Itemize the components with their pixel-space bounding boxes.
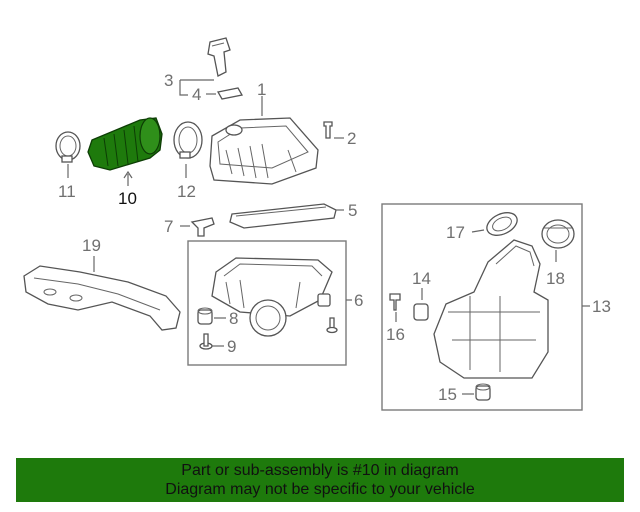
part-4-gasket[interactable] [216,87,244,100]
callout-5: 5 [348,201,357,220]
part-1-air-cleaner-cover[interactable] [209,117,319,185]
callout-16: 16 [386,325,405,344]
callout-6: 6 [354,291,363,310]
assembly-box-6 [187,240,347,366]
callout-19: 19 [82,236,101,255]
callout-11: 11 [58,182,76,201]
part-7-clip[interactable] [190,217,215,237]
callout-2: 2 [347,129,356,148]
part-3-airflow-sensor[interactable] [207,37,231,77]
part-15-cap[interactable] [475,383,491,401]
part-16-bolt[interactable] [389,293,401,311]
callout-14: 14 [412,269,431,288]
leader-17 [471,229,485,233]
callout-10: 10 [118,189,137,208]
part-screw-small[interactable] [326,317,338,334]
part-9-screw[interactable] [199,333,213,350]
part-18-ring[interactable] [541,219,575,249]
callout-7: 7 [164,217,173,236]
leader-10 [123,170,133,186]
part-11-hose-clamp[interactable] [55,131,81,163]
part-6-air-cleaner-case[interactable] [211,257,333,337]
callout-8: 8 [229,309,238,328]
callout-18: 18 [546,269,565,288]
part-13-resonator[interactable] [433,239,549,379]
callout-3: 3 [164,71,173,90]
part-14-grommet[interactable] [413,303,429,321]
callout-12: 12 [177,182,196,201]
part-8-grommet[interactable] [197,307,213,325]
part-2-bolt[interactable] [323,121,333,139]
part-17-ring[interactable] [483,208,520,240]
banner-line-1: Part or sub-assembly is #10 in diagram [181,462,459,479]
part-12-hose-clamp[interactable] [173,121,203,159]
callout-4: 4 [192,85,201,104]
part-19-duct[interactable] [23,265,181,331]
leader-3 [179,79,214,96]
banner-line-2: Diagram may not be specific to your vehi… [165,481,475,498]
callout-17: 17 [446,223,465,242]
callout-1: 1 [257,80,266,99]
callout-13: 13 [592,297,611,316]
part-10-intake-tube[interactable] [87,117,163,171]
assembly-box-13 [381,203,583,411]
callout-9: 9 [227,337,236,356]
part-5-air-filter[interactable] [229,203,337,229]
info-banner: Part or sub-assembly is #10 in diagram D… [16,458,624,502]
callout-15: 15 [438,385,457,404]
